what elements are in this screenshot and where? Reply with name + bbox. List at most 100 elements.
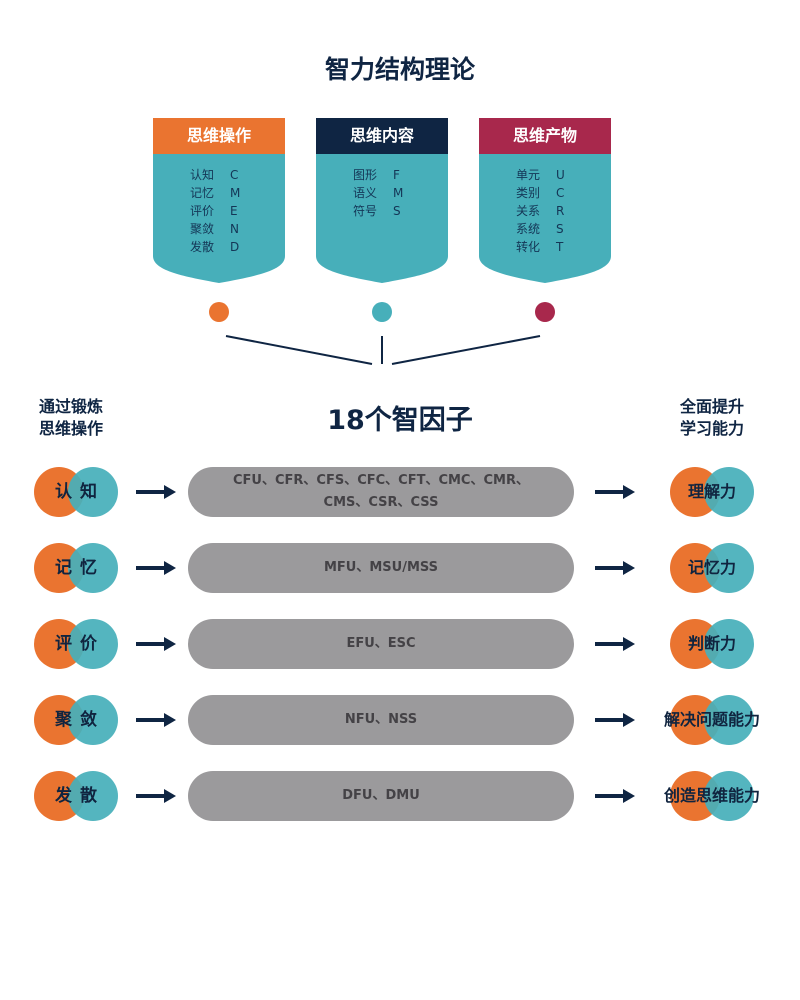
connector-lines xyxy=(225,335,541,365)
ability-label: 创造思维能力 xyxy=(663,786,760,805)
ability-circles: 判断力 xyxy=(670,619,754,669)
card-thinking-content: 思维内容 图形 F 语义 M 符号 S xyxy=(316,118,448,283)
arrow-right-icon xyxy=(136,789,176,803)
arrow-right-icon xyxy=(595,713,635,727)
operation-label: 发散 xyxy=(55,786,105,806)
right-label: 全面提升 学习能力 xyxy=(657,396,767,440)
item-code: E xyxy=(230,204,238,218)
content-dot xyxy=(372,302,392,322)
item-code: T xyxy=(556,240,564,254)
list-item: 单元 U xyxy=(479,166,611,184)
factor-text: MFU、MSU/MSS xyxy=(323,560,439,575)
ability-label: 记忆力 xyxy=(687,558,736,577)
right-label-line: 全面提升 xyxy=(679,397,744,416)
arrow-right-icon xyxy=(136,713,176,727)
card-list: 单元 U 类别 C 关系 R 系统 S 转化 T xyxy=(479,166,611,256)
item-name: 转化 xyxy=(516,240,541,254)
ability-label: 理解力 xyxy=(687,482,736,501)
item-code: M xyxy=(393,186,404,200)
item-name: 关系 xyxy=(516,204,541,218)
item-code: R xyxy=(556,204,565,218)
operation-circles: 聚敛 xyxy=(34,695,118,745)
item-name: 评价 xyxy=(190,204,215,218)
card-header: 思维操作 xyxy=(186,126,251,145)
item-name: 图形 xyxy=(353,168,378,182)
list-item: 关系 R xyxy=(479,202,611,220)
operation-circles: 认知 xyxy=(34,467,118,517)
item-code: N xyxy=(230,222,239,236)
arrow-right-icon xyxy=(136,637,176,651)
factor-text: NFU、NSS xyxy=(344,712,418,727)
item-name: 单元 xyxy=(516,168,541,182)
list-item: 符号 S xyxy=(316,202,448,220)
arrow-right-icon xyxy=(136,485,176,499)
arrow-right-icon xyxy=(595,561,635,575)
factor-bar: MFU、MSU/MSS xyxy=(188,543,574,593)
operation-label: 认知 xyxy=(55,482,105,502)
item-code: S xyxy=(393,204,401,218)
item-name: 系统 xyxy=(516,222,541,236)
operations-dot xyxy=(209,302,229,322)
factor-text: EFU、ESC xyxy=(346,636,416,651)
ability-circles: 解决问题能力 xyxy=(664,695,760,745)
card-header: 思维产物 xyxy=(512,126,577,145)
factor-bar: NFU、NSS xyxy=(188,695,574,745)
list-item: 语义 M xyxy=(316,184,448,202)
item-name: 发散 xyxy=(190,240,215,254)
card-shape xyxy=(479,118,611,283)
factors-title: 18个智因子 xyxy=(327,405,473,436)
ability-label: 解决问题能力 xyxy=(663,710,760,729)
item-code: F xyxy=(393,168,400,182)
factor-text: CFU、CFR、CFS、CFC、CFT、CMC、CMR、 xyxy=(233,473,529,488)
list-item: 系统 S xyxy=(479,220,611,238)
operation-label: 评价 xyxy=(55,634,105,654)
item-code: M xyxy=(230,186,241,200)
factor-bar: CFU、CFR、CFS、CFC、CFT、CMC、CMR、 CMS、CSR、CSS xyxy=(188,467,574,517)
operation-circles: 评价 xyxy=(34,619,118,669)
left-label-line: 思维操作 xyxy=(38,419,103,438)
arrow-right-icon xyxy=(136,561,176,575)
factor-text: DFU、DMU xyxy=(342,788,420,803)
item-name: 记忆 xyxy=(190,186,215,200)
ability-circles: 创造思维能力 xyxy=(664,771,760,821)
item-name: 认知 xyxy=(190,168,215,182)
arrow-right-icon xyxy=(595,789,635,803)
item-name: 符号 xyxy=(353,204,378,218)
item-name: 类别 xyxy=(516,186,541,200)
item-name: 语义 xyxy=(353,186,378,200)
products-dot xyxy=(535,302,555,322)
operation-circles: 记忆 xyxy=(34,543,118,593)
list-item: 类别 C xyxy=(479,184,611,202)
list-item: 评价 E xyxy=(153,202,285,220)
factor-bar: EFU、ESC xyxy=(188,619,574,669)
list-item: 聚敛 N xyxy=(153,220,285,238)
operation-label: 记忆 xyxy=(55,558,105,578)
ability-circles: 记忆力 xyxy=(670,543,754,593)
left-label-line: 通过锻炼 xyxy=(38,397,103,416)
operation-circles: 发散 xyxy=(34,771,118,821)
factor-text: CMS、CSR、CSS xyxy=(323,495,439,510)
left-label: 通过锻炼 思维操作 xyxy=(16,396,126,440)
arrow-right-icon xyxy=(595,485,635,499)
item-code: C xyxy=(556,186,565,200)
ability-label: 判断力 xyxy=(687,634,736,653)
ability-circles: 理解力 xyxy=(670,467,754,517)
factor-bar: DFU、DMU xyxy=(188,771,574,821)
item-code: D xyxy=(230,240,240,254)
item-name: 聚敛 xyxy=(190,222,215,236)
item-code: S xyxy=(556,222,564,236)
arrow-right-icon xyxy=(595,637,635,651)
page-title: 智力结构理论 xyxy=(324,55,475,84)
card-shape xyxy=(316,118,448,283)
list-item: 记忆 M xyxy=(153,184,285,202)
card-header: 思维内容 xyxy=(349,126,414,145)
right-label-line: 学习能力 xyxy=(679,419,744,438)
item-code: U xyxy=(556,168,565,182)
list-item: 发散 D xyxy=(153,238,285,256)
card-shape xyxy=(153,118,285,283)
operation-label: 聚敛 xyxy=(55,710,105,730)
list-item: 图形 F xyxy=(316,166,448,184)
